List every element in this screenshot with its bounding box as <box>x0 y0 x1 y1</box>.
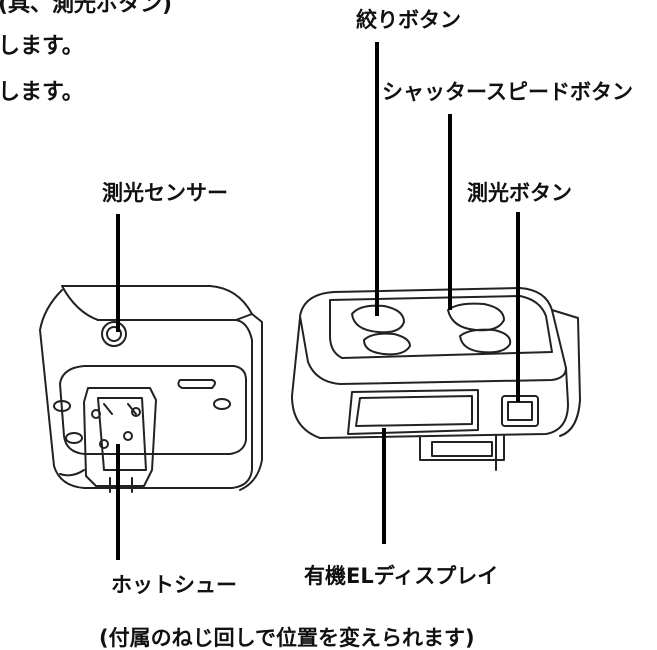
label-oled-display: 有機ELディスプレイ <box>304 564 499 588</box>
cropped-text-line1: します。 <box>0 34 84 59</box>
label-metering-button: 測光ボタン <box>467 181 572 205</box>
label-aperture-button: 絞りボタン <box>356 8 461 32</box>
cropped-text-line2: します。 <box>0 80 84 105</box>
label-hot-shoe: ホットシュー <box>111 573 237 597</box>
device-right-view <box>291 287 581 471</box>
cropped-text-top: (具、測光ボタン) <box>0 0 173 17</box>
device-left-view <box>39 285 263 493</box>
label-shutter-speed-button: シャッタースピードボタン <box>382 80 633 104</box>
label-metering-sensor: 測光センサー <box>102 181 228 205</box>
caption-screwdriver-note: (付属のねじ回しで位置を変えられます) <box>99 626 475 650</box>
